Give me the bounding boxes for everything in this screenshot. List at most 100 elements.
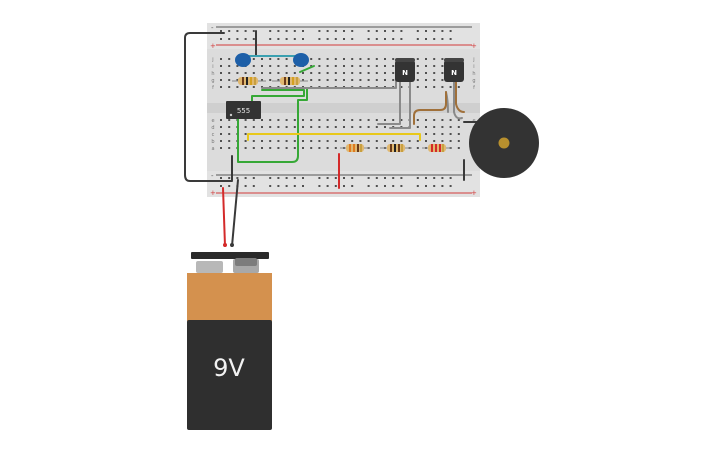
brown-wire[interactable] [413,91,447,125]
brown-wire-2[interactable] [455,81,465,113]
breadboard-hole [310,79,313,81]
resistor-3[interactable] [340,144,370,152]
row-letter: j [211,57,213,63]
breadboard-hole [359,79,362,81]
black-ground-loop-wire[interactable] [184,32,233,182]
timer-555-chip[interactable]: 555 [226,101,261,119]
row-letter: d [211,125,214,131]
transistor-1[interactable]: N [395,58,415,82]
chip-label: 555 [237,107,250,115]
row-letter: g [211,78,214,84]
green-wire-lower[interactable] [237,87,308,163]
green-wire-short[interactable] [299,65,315,73]
resistor-band [292,77,294,85]
breadboard-hole [252,38,255,40]
breadboard-hole [359,72,362,74]
breadboard-hole [359,65,362,67]
breadboard-hole [425,86,427,88]
green-wire-upper[interactable] [251,89,305,103]
breadboard-hole [269,65,272,67]
breadboard-hole [334,177,337,179]
breadboard-hole [334,30,337,32]
row-letter: e [211,118,214,124]
breadboard-hole [277,30,280,32]
breadboard-hole [318,140,321,142]
breadboard-hole [285,38,288,40]
breadboard-hole [384,58,386,60]
breadboard-hole [433,126,436,128]
breadboard-hole [293,119,296,121]
breadboard-hole [228,177,231,179]
breadboard-hole [269,126,272,128]
breadboard-hole [310,119,313,121]
battery-black-lead[interactable] [231,179,239,247]
capacitor-blue-2[interactable] [293,53,309,67]
breadboard-hole [441,185,444,187]
breadboard-hole [302,177,304,179]
resistor-band [398,144,400,152]
breadboard-hole [416,177,419,179]
gray-wire-transistor-b[interactable] [389,79,411,129]
breadboard-hole [351,185,354,187]
yellow-wire[interactable] [247,133,421,141]
breadboard-hole [334,147,337,149]
battery-9v[interactable]: 9V [187,243,272,430]
resistor-band [435,144,437,152]
breadboard-hole [441,79,444,81]
breadboard-hole [310,65,313,67]
breadboard-hole [293,126,296,128]
breadboard-hole [351,140,354,142]
resistor-band [242,77,244,85]
transistor-2[interactable]: N [444,58,464,82]
breadboard-hole [367,79,370,81]
breadboard-hole [228,72,231,74]
row-letter: i [212,64,213,70]
resistor-5[interactable] [422,144,452,152]
resistor-4[interactable] [380,144,412,152]
breadboard-hole [228,133,231,135]
breadboard-hole [351,79,354,81]
breadboard-hole [269,177,272,179]
gray-wire-transistor-a[interactable] [377,79,401,125]
breadboard-hole [277,177,280,179]
breadboard-hole [293,30,296,32]
breadboard-hole [228,147,231,149]
piezo-buzzer[interactable] [469,108,539,178]
breadboard-hole [433,119,436,121]
breadboard-hole [236,30,239,32]
breadboard-hole [285,65,288,67]
breadboard-hole [220,177,222,179]
breadboard-hole [367,140,370,142]
breadboard-hole [416,65,419,67]
breadboard-hole [441,177,444,179]
resistor-2[interactable] [272,77,308,85]
breadboard-hole [269,79,272,81]
breadboard-hole [261,79,263,81]
breadboard-hole [433,79,436,81]
breadboard-hole [302,185,304,187]
breadboard-hole [318,119,321,121]
row-letter: g [472,78,475,84]
breadboard-hole [326,79,329,81]
breadboard-hole [220,30,222,32]
resistor-band [439,144,441,152]
breadboard-hole [457,133,460,135]
breadboard-hole [302,38,304,40]
battery-red-lead[interactable] [222,187,226,247]
breadboard-hole [293,38,296,40]
breadboard-hole [334,185,337,187]
resistor-band [284,77,286,85]
gray-wire-transistor-d[interactable] [453,81,463,120]
breadboard-hole [318,147,321,149]
breadboard-hole [326,177,329,179]
breadboard-hole [400,119,403,121]
breadboard-hole [449,133,452,135]
breadboard-hole [277,147,280,149]
capacitors [235,53,309,67]
breadboard-hole [285,72,288,74]
capacitor-blue-1[interactable] [235,53,251,67]
resistor-1[interactable] [232,77,266,85]
resistor-band [360,144,362,152]
breadboard-hole [269,30,272,32]
breadboard-hole [252,177,255,179]
